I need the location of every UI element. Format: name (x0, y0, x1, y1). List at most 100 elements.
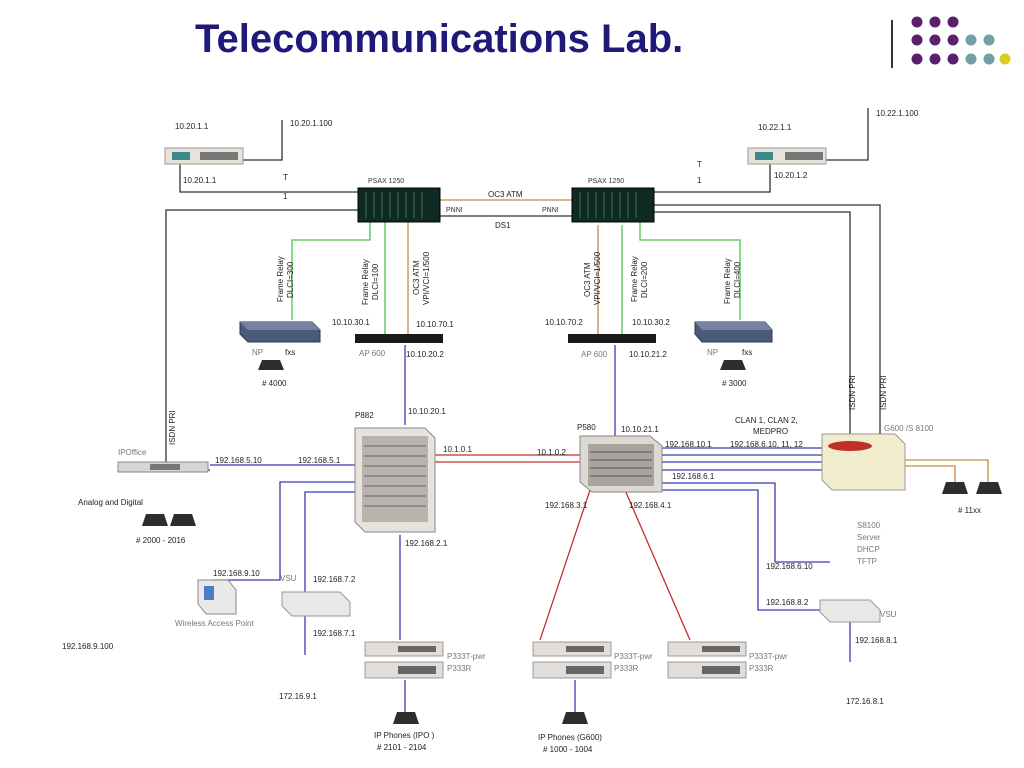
label-ip-192-8-1: 192.168.8.1 (855, 636, 898, 645)
label-ip-10-10-70-2: 10.10.70.2 (545, 318, 583, 327)
label-ip-192-8-2: 192.168.8.2 (766, 598, 809, 607)
label-fr400-b: DLCI=400 (733, 261, 742, 298)
label-t1-right: T (697, 160, 702, 169)
label-ext-11xx: # 11xx (958, 506, 981, 515)
label-clan-2: MEDPRO (753, 427, 788, 436)
label-ip-10-10-21-1: 10.10.21.1 (621, 425, 659, 434)
phone-ipo-icon (393, 712, 419, 724)
link-p580-p333r (624, 489, 691, 641)
phone-4000-icon (258, 360, 284, 370)
label-fr300-a: Frame Relay (276, 256, 285, 302)
label-p580: P580 (577, 423, 596, 432)
label-oc3-500r-a: OC3 ATM (583, 262, 592, 297)
label-ap600-right: AP 600 (581, 350, 608, 359)
label-fr100-b: DLCI=100 (371, 263, 380, 300)
label-r1-bottom: 10.20.1.1 (183, 176, 217, 185)
label-ip-10-10-30-1: 10.10.30.1 (332, 318, 370, 327)
router-left-device (164, 147, 244, 165)
link-p580-vsu (660, 489, 822, 611)
label-oc3-500-a: OC3 ATM (412, 260, 421, 295)
label-s8100-4: TFTP (857, 557, 877, 566)
psax-right-device (571, 187, 655, 223)
label-np-right: NP (707, 348, 718, 357)
label-ip-192-5-1: 192.168.5.1 (298, 456, 341, 465)
label-r2-ext: 10.22.1.100 (876, 109, 919, 118)
label-r2-bottom: 10.20.1.2 (774, 171, 808, 180)
label-t1-left: T (283, 173, 288, 182)
logo-dots-icon (911, 16, 1011, 65)
label-ip-192-7-2: 192.168.7.2 (313, 575, 356, 584)
vsu-left-device (281, 591, 351, 617)
label-vsu-right: VSU (880, 610, 897, 619)
link-p882-wap (212, 481, 355, 581)
label-p333-r1: P333T-pwr (749, 652, 788, 661)
label-ip-192-5-10: 192.168.5.10 (215, 456, 262, 465)
label-ip-172-9-1: 172.16.9.1 (279, 692, 317, 701)
router-right-device (747, 147, 827, 165)
link-r2-psax (640, 162, 771, 193)
label-t1-right2: 1 (697, 176, 702, 185)
link-g600-phones (905, 459, 989, 482)
phone-11xx-b-icon (976, 482, 1002, 494)
label-isdn-right1: ISDN PRI (848, 375, 857, 410)
phone-3000-icon (720, 360, 746, 370)
p882-device (354, 427, 436, 533)
label-g600: G600 /S 8100 (884, 424, 934, 433)
label-ext-2000: # 2000 - 2016 (136, 536, 186, 545)
label-ip-172-8-1: 172.16.8.1 (846, 697, 884, 706)
link-p580-s8100 (660, 482, 830, 563)
label-ip-10-1-0-2: 10.1.0.2 (537, 448, 566, 457)
label-fr300-b: DLCI=300 (286, 261, 295, 298)
label-fr200-a: Frame Relay (630, 256, 639, 302)
p333-left-device (364, 641, 444, 679)
link-r1-psax (179, 162, 358, 193)
label-p333-l1: P333T-pwr (447, 652, 486, 661)
np-left-device (239, 321, 321, 343)
label-t1-left2: 1 (283, 192, 288, 201)
label-p333-l2: P333R (447, 664, 472, 673)
p333-right-device (667, 641, 747, 679)
label-wap: Wireless Access Point (175, 619, 254, 628)
label-fxs-left: fxs (285, 348, 295, 357)
label-np-left: NP (252, 348, 263, 357)
label-oc3-500r-b: VPI/VCI=1/500 (593, 251, 602, 305)
p580-device (579, 435, 663, 493)
psax-left-device (357, 187, 441, 223)
label-s8100-2: Server (857, 533, 881, 542)
label-oc3-atm: OC3 ATM (488, 190, 523, 199)
label-pnni-left: PNNI (446, 207, 463, 214)
label-ip-192-4-1: 192.168.4.1 (629, 501, 672, 510)
link-r1-ext (242, 120, 283, 161)
ap600-right-device (568, 334, 656, 343)
link-fr300 (291, 215, 371, 320)
label-clan-1: CLAN 1, CLAN 2, (735, 416, 798, 425)
label-phones-g600: IP Phones (G600) (538, 733, 602, 742)
label-pnni-right: PNNI (542, 207, 559, 214)
label-ip-192-6-10: 192.168.6.10 (766, 562, 813, 571)
label-ip-192-2-1: 192.168.2.1 (405, 539, 448, 548)
label-r1-ext: 10.20.1.100 (290, 119, 333, 128)
label-p333-c1: P333T-pwr (614, 652, 653, 661)
label-s8100-3: DHCP (857, 545, 880, 554)
label-ip-192-7-1: 192.168.7.1 (313, 629, 356, 638)
label-ext-3000: # 3000 (722, 379, 747, 388)
label-r1-top: 10.20.1.1 (175, 122, 209, 131)
slide-title: Telecommunications Lab. (195, 17, 684, 61)
label-ip-10-10-21-2: 10.10.21.2 (629, 350, 667, 359)
label-fr200-b: DLCI=200 (640, 261, 649, 298)
label-phones-ipo-ext: # 2101 - 2104 (377, 743, 427, 752)
label-p333-r2: P333R (749, 664, 774, 673)
label-fxs-right: fxs (742, 348, 752, 357)
label-ip-10-1-0-1: 10.1.0.1 (443, 445, 472, 454)
label-ip-10-10-20-1: 10.10.20.1 (408, 407, 446, 416)
link-g600-phones2 (905, 465, 956, 482)
title-divider (891, 20, 893, 68)
ap600-left-device (355, 334, 443, 343)
label-analog-digital: Analog and Digital (78, 498, 143, 507)
label-ap600-left: AP 600 (359, 349, 386, 358)
label-ds1: DS1 (495, 221, 511, 230)
link-p580-p333c (539, 489, 591, 641)
label-psax-right: PSAX 1250 (588, 178, 624, 185)
phone-g600-icon (562, 712, 588, 724)
